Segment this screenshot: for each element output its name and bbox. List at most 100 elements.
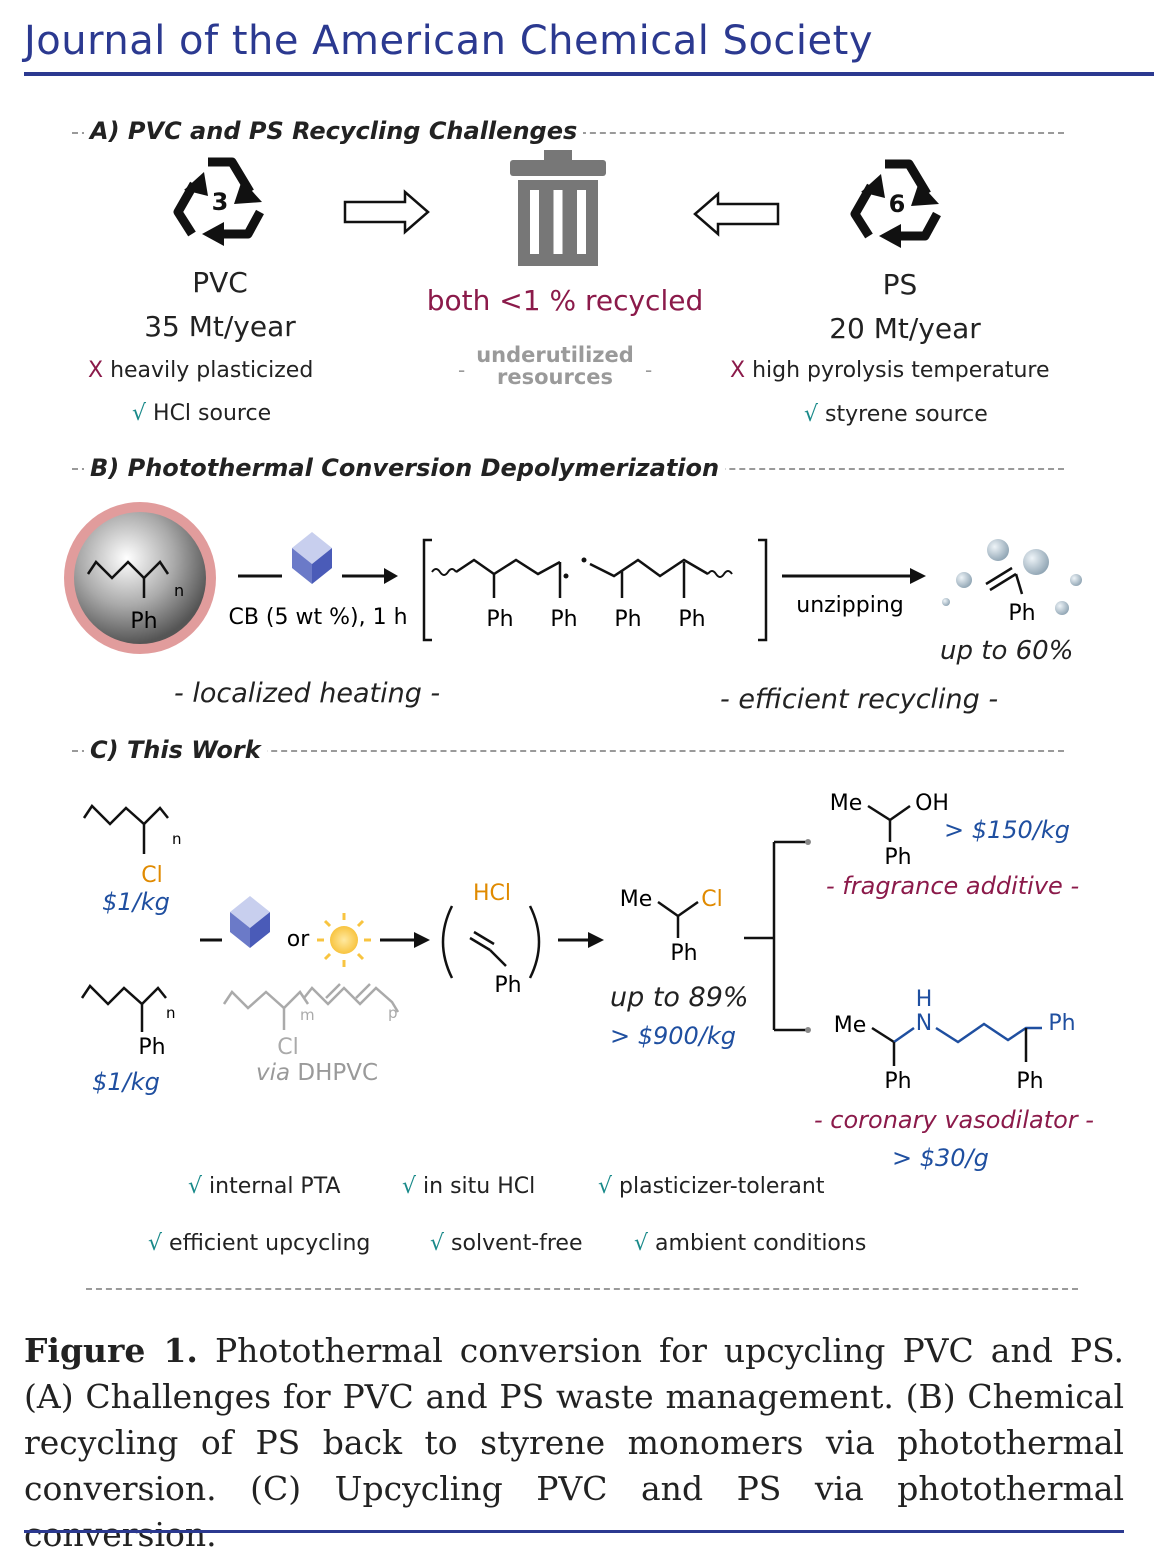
amine-h: H <box>916 987 933 1012</box>
section-b-title: B) Photothermal Conversion Depolymerizat… <box>84 454 726 482</box>
footer-rule <box>24 1530 1124 1533</box>
ps-yield: up to 60% <box>940 636 1074 666</box>
chain-ph-4: Ph <box>678 607 705 632</box>
product-price: > $900/kg <box>610 1022 737 1050</box>
feature-item: √ efficient upcycling <box>148 1231 371 1256</box>
pvc-pro-text: HCl source <box>153 401 272 426</box>
amine-ph1: Ph <box>884 1069 911 1094</box>
pvc-price: $1/kg <box>102 888 170 916</box>
figure-caption: Figure 1. Photothermal conversion for up… <box>24 1328 1124 1558</box>
bubble <box>1023 549 1049 575</box>
pvc-con-text: heavily plasticized <box>110 358 314 383</box>
bubble <box>987 539 1009 561</box>
cb-conditions: CB (5 wt %), 1 h <box>228 605 407 630</box>
bubble <box>1070 574 1082 586</box>
bubble <box>1055 601 1069 615</box>
section-c-divider <box>72 750 1064 752</box>
unzipping-label: unzipping <box>796 593 904 618</box>
ps-price: $1/kg <box>92 1068 160 1096</box>
product-yield: up to 89% <box>610 982 749 1013</box>
ps-con-text: high pyrolysis temperature <box>752 358 1050 383</box>
alcohol-oh: OH <box>915 791 949 816</box>
feature-text: efficient upcycling <box>169 1231 371 1256</box>
caption-label: Figure 1. <box>24 1331 198 1370</box>
pvc-cl: Cl <box>141 863 162 888</box>
amine-n: N <box>916 1011 932 1036</box>
note-dash-right: - <box>645 358 653 382</box>
pvc-con: X heavily plasticized <box>88 358 388 383</box>
dhpvc-cl: Cl <box>277 1035 298 1060</box>
dhpvc-p: p <box>388 1004 398 1022</box>
feature-item: √ plasticizer-tolerant <box>598 1174 825 1199</box>
header-rule <box>24 72 1154 76</box>
localized-heating-note: - localized heating - <box>174 678 441 709</box>
ps-con: X high pyrolysis temperature <box>730 358 1110 383</box>
section-a-title: A) PVC and PS Recycling Challenges <box>84 117 584 145</box>
trash-can-icon <box>510 150 606 266</box>
amine-ph2: Ph <box>1048 1011 1075 1036</box>
dhpvc-name: DHPVC <box>297 1060 379 1086</box>
journal-title: Journal of the American Chemical Society <box>24 18 873 64</box>
feature-text: solvent-free <box>451 1231 583 1256</box>
figure-bottom-divider <box>86 1288 1078 1290</box>
carbon-black-icon <box>292 532 332 584</box>
sphere-ph: Ph <box>130 609 157 634</box>
bubble <box>942 598 950 606</box>
arrow-right-icon <box>343 189 430 235</box>
feature-text: ambient conditions <box>655 1231 867 1256</box>
ps-code: 6 <box>889 190 906 218</box>
product-me: Me <box>620 887 653 912</box>
check-mark: √ <box>132 401 147 426</box>
styrene-ph: Ph <box>1008 601 1035 626</box>
dhpvc-via: via <box>256 1060 291 1086</box>
check-mark: √ <box>804 402 819 427</box>
x-mark: X <box>88 358 104 383</box>
feature-item: √ in situ HCl <box>402 1174 536 1199</box>
product-ph: Ph <box>670 941 697 966</box>
arrow-left-icon <box>693 191 780 237</box>
bubble <box>956 572 972 588</box>
feature-text: plasticizer-tolerant <box>619 1174 825 1199</box>
svg-text:n: n <box>166 1004 176 1022</box>
feature-item: √ ambient conditions <box>634 1231 867 1256</box>
ps-pro-text: styrene source <box>825 402 988 427</box>
efficient-recycling-note: - efficient recycling - <box>720 684 999 715</box>
ps-pro: √ styrene source <box>804 402 1044 427</box>
dhpvc-label: via DHPVC <box>256 1060 378 1086</box>
dhpvc-m: m <box>300 1006 315 1024</box>
pvc-recycle-icon: 3 <box>173 157 264 246</box>
amine-ph3: Ph <box>1016 1069 1043 1094</box>
pvc-amount: 35 Mt/year <box>144 310 296 343</box>
amine-me: Me <box>834 1013 867 1038</box>
alcohol-me: Me <box>830 791 863 816</box>
caption-text: Photothermal conversion for upcycling PV… <box>24 1331 1125 1554</box>
product-cl: Cl <box>701 887 722 912</box>
alcohol-ph: Ph <box>884 845 911 870</box>
chain-ph-3: Ph <box>614 607 641 632</box>
underutilized-note: underutilized resources <box>440 344 670 388</box>
section-a-graphics: 3 6 <box>173 150 941 266</box>
x-mark: X <box>730 358 746 383</box>
section-c-graphics: n Cl $1/kg n Ph $1/kg or m p <box>80 791 1076 1096</box>
feature-text: internal PTA <box>209 1174 341 1199</box>
feature-text: in situ HCl <box>423 1174 536 1199</box>
pvc-code: 3 <box>212 188 229 216</box>
alcohol-use: - fragrance additive - <box>826 872 1080 900</box>
ps-amount: 20 Mt/year <box>829 312 981 345</box>
or-label: or <box>287 927 310 952</box>
sun-icon <box>317 913 371 967</box>
underutilized-line1: underutilized <box>476 343 634 367</box>
section-b-graphics: Ph n CB (5 wt %), 1 h Ph Ph Ph Ph unzipp… <box>64 502 1082 654</box>
chain-ph-2: Ph <box>550 607 577 632</box>
pvc-pro: √ HCl source <box>132 401 352 426</box>
ps-name: PS <box>882 268 918 301</box>
svg-text:n: n <box>172 830 182 848</box>
ps-recycle-icon: 6 <box>850 159 941 248</box>
amine-price: > $30/g <box>892 1144 989 1172</box>
recycled-rate: both <1 % recycled <box>426 284 704 317</box>
underutilized-line2: resources <box>496 365 614 389</box>
amine-use: - coronary vasodilator - <box>814 1106 1094 1134</box>
chain-ph-1: Ph <box>486 607 513 632</box>
note-dash-left: - <box>458 358 466 382</box>
hcl-label: HCl <box>473 881 511 906</box>
